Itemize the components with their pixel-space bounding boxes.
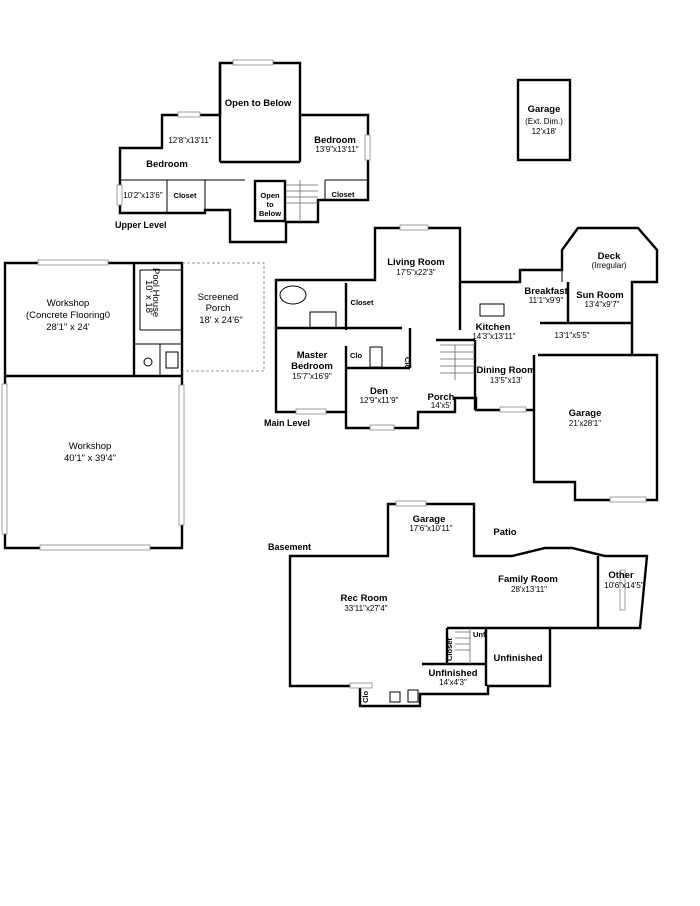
main-level-label: Main Level [264,418,310,428]
workshop-top-dim: 28'1" x 24' [46,322,90,333]
workshop-bottom-label: Workshop [69,441,112,452]
detached-garage-label: Garage [528,104,561,115]
detached-garage-note: (Ext. Dim.) [525,117,563,126]
kitchen-label: Kitchen [476,322,511,333]
master-bedroom-label-1: Master [297,350,328,361]
closet-left-label: Closet [174,191,197,200]
porch-label: Porch [428,392,455,403]
detached-garage-dim: 12'x18' [532,127,557,136]
upper-level-label: Upper Level [115,220,167,230]
family-room-dim: 28'x13'11" [511,585,547,594]
living-room-label: Living Room [387,257,445,268]
basement-level [288,500,649,708]
dining-room-dim: 13'5"x13' [490,376,523,385]
workshop-bottom-dim: 40'1" x 39'4" [64,453,116,464]
closet-right-label: Closet [332,190,355,199]
screened-porch-label-1: Screened [198,292,239,303]
garage-dim: 21'x28'1" [569,419,601,428]
main-closet-label: Closet [351,298,374,307]
clo-b-label: Clo [403,357,412,370]
workshop-top-label: Workshop [47,298,90,309]
main-level [274,224,659,503]
sun-room-dim: 13'4"x9'7" [585,300,620,309]
bedroom-left-label: Bedroom [146,159,188,170]
upper-level [116,59,371,244]
outbuildings [1,259,265,551]
dining-room-label: Dining Room [476,365,535,376]
basement-garage-label: Garage [413,514,446,525]
den-dim: 12'9"x11'9" [360,396,399,405]
deck-note: (Irregular) [591,261,626,270]
garage-label: Garage [569,408,602,419]
bedroom-right-dim: 13'9"x13'11" [315,145,358,154]
breakfast-dim: 11'1"x9'9" [529,296,564,305]
other-dim: 10'6"x14'5" [604,581,644,590]
master-bedroom-label-2: Bedroom [291,361,333,372]
basement-garage-dim: 17'6"x10'11" [409,524,452,533]
breakfast-label: Breakfast [524,286,568,297]
detached-garage [516,78,572,162]
screened-porch-dim: 18' x 24'6" [199,315,242,326]
kitchen-dim: 14'3"x13'11" [472,332,515,341]
small-room-dim: 13'1"x5'5" [555,331,590,340]
screened-porch-label-2: Porch [206,303,231,314]
other-label: Other [608,570,634,581]
rec-room-label: Rec Room [341,593,388,604]
bedroom-left-dim-top: 12'8"x13'11" [168,136,211,145]
open-below-small-3: Below [259,209,281,218]
unfinished-small-label: Unfinished [428,668,477,679]
deck-label: Deck [598,251,621,262]
clo-a-label: Clo [350,351,363,360]
pool-house-dim: 10' x 18' [143,280,154,315]
bedroom-right-label: Bedroom [314,135,356,146]
open-below-small-1: Open [260,191,280,200]
bedroom-left-dim: 10'2"x13'6" [123,191,163,200]
sun-room-label: Sun Room [576,290,624,301]
unf-small-label: Unf [473,630,486,639]
master-bedroom-dim: 15'7"x16'9" [292,372,332,381]
open-to-below-label: Open to Below [225,98,292,109]
open-below-small-2: to [266,200,273,209]
porch-dim: 14'x5' [431,401,452,410]
unfinished-right-label: Unfinished [493,653,542,664]
basement-closet-label: Closet [445,638,454,661]
rec-room-dim: 33'11"x27'4" [344,604,387,613]
patio-label: Patio [493,527,516,538]
living-room-dim: 17'5"x22'3" [396,268,436,277]
family-room-label: Family Room [498,574,558,585]
pool-house-label: Pool House [150,268,161,317]
basement-label: Basement [268,542,311,552]
basement-clo-label: Clo [361,691,370,704]
workshop-top-note: (Concrete Flooring0 [26,310,110,321]
unfinished-small-dim: 14'x4'3" [439,678,467,687]
den-label: Den [370,386,388,397]
